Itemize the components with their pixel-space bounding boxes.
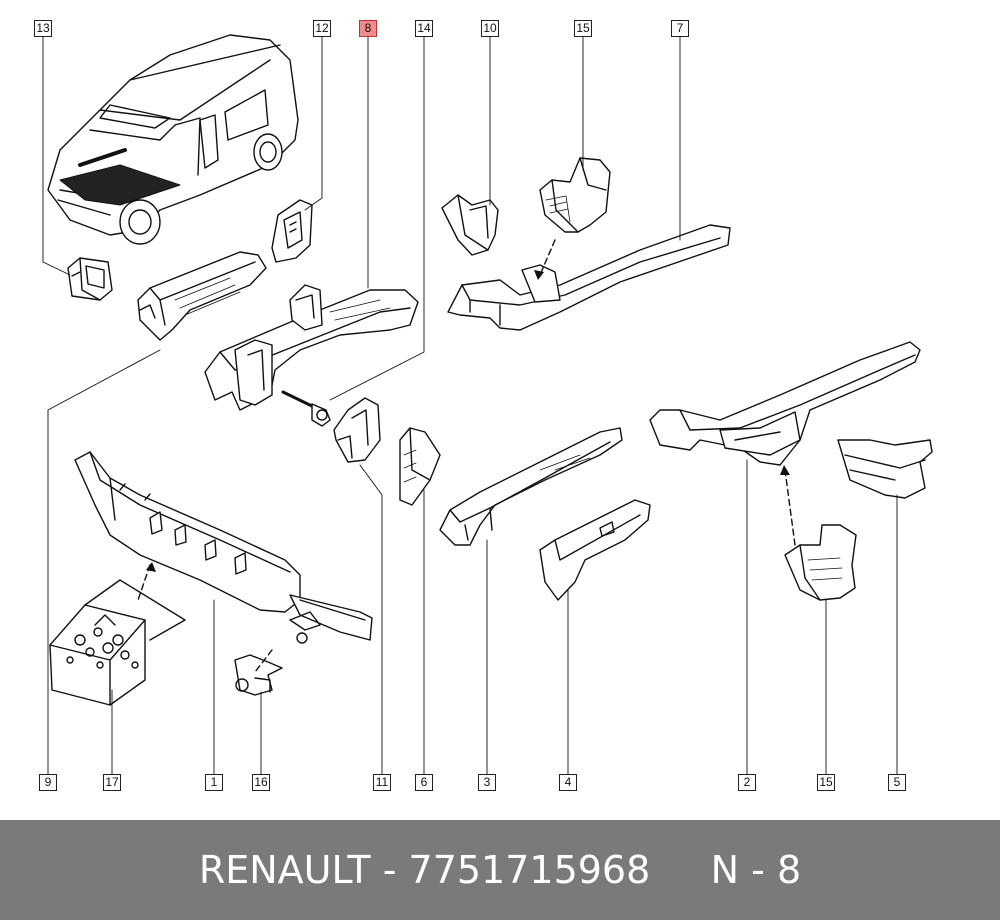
leader-lines	[42, 35, 898, 775]
callout-8-highlighted: 8	[359, 20, 377, 37]
callout-17: 17	[103, 774, 121, 791]
callout-10: 10	[481, 20, 499, 37]
part-5	[837, 439, 933, 499]
part-15-bottom	[784, 524, 857, 601]
callout-11: 11	[373, 774, 391, 791]
callout-1: 1	[205, 774, 223, 791]
footer-part-label: RENAULT - 7751715968 N - 8	[198, 848, 802, 892]
part-13	[67, 257, 113, 301]
part-12	[271, 199, 313, 263]
part-6	[399, 427, 441, 506]
part-2	[649, 341, 921, 466]
callout-16: 16	[252, 774, 270, 791]
parts-diagram	[42, 34, 933, 775]
callout-3: 3	[478, 774, 496, 791]
callout-12: 12	[313, 20, 331, 37]
callout-9: 9	[39, 774, 57, 791]
callout-15-bottom: 15	[817, 774, 835, 791]
callout-4: 4	[559, 774, 577, 791]
callout-6: 6	[415, 774, 433, 791]
part-1	[74, 451, 373, 644]
callout-13: 13	[34, 20, 52, 37]
part-16	[234, 654, 283, 696]
van-illustration	[47, 34, 299, 245]
part-15-top	[539, 157, 611, 233]
part-11	[333, 397, 381, 463]
callout-7: 7	[671, 20, 689, 37]
dashed-arrows	[137, 239, 796, 673]
part-10	[441, 194, 499, 256]
callout-5: 5	[888, 774, 906, 791]
bolt	[281, 390, 331, 427]
callout-14: 14	[415, 20, 433, 37]
part-7	[447, 224, 731, 331]
callout-2: 2	[738, 774, 756, 791]
part-3	[439, 427, 623, 546]
part-4	[539, 499, 651, 601]
part-17	[49, 579, 186, 706]
footer-bar: RENAULT - 7751715968 N - 8	[0, 820, 1000, 920]
part-8	[204, 284, 419, 411]
part-9	[137, 251, 267, 341]
callout-15-top: 15	[574, 20, 592, 37]
